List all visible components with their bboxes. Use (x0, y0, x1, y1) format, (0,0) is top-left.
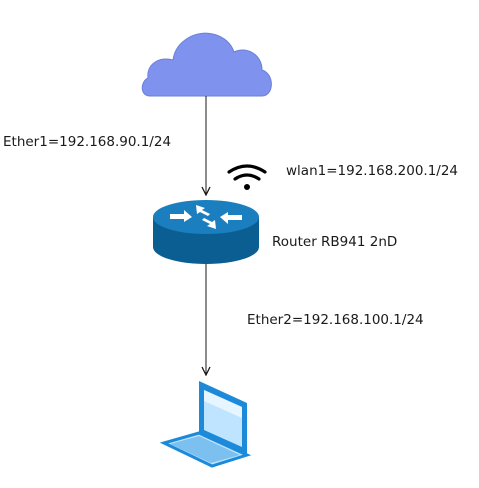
wifi-icon (227, 164, 267, 190)
router-icon (153, 200, 259, 264)
ether1-label: Ether1=192.168.90.1/24 (3, 134, 172, 150)
ether2-label: Ether2=192.168.100.1/24 (247, 312, 424, 328)
router-label: Router RB941 2nD (272, 234, 398, 250)
laptop-icon (159, 381, 252, 468)
cloud-icon (141, 32, 272, 97)
wlan1-label: wlan1=192.168.200.1/24 (286, 163, 459, 179)
